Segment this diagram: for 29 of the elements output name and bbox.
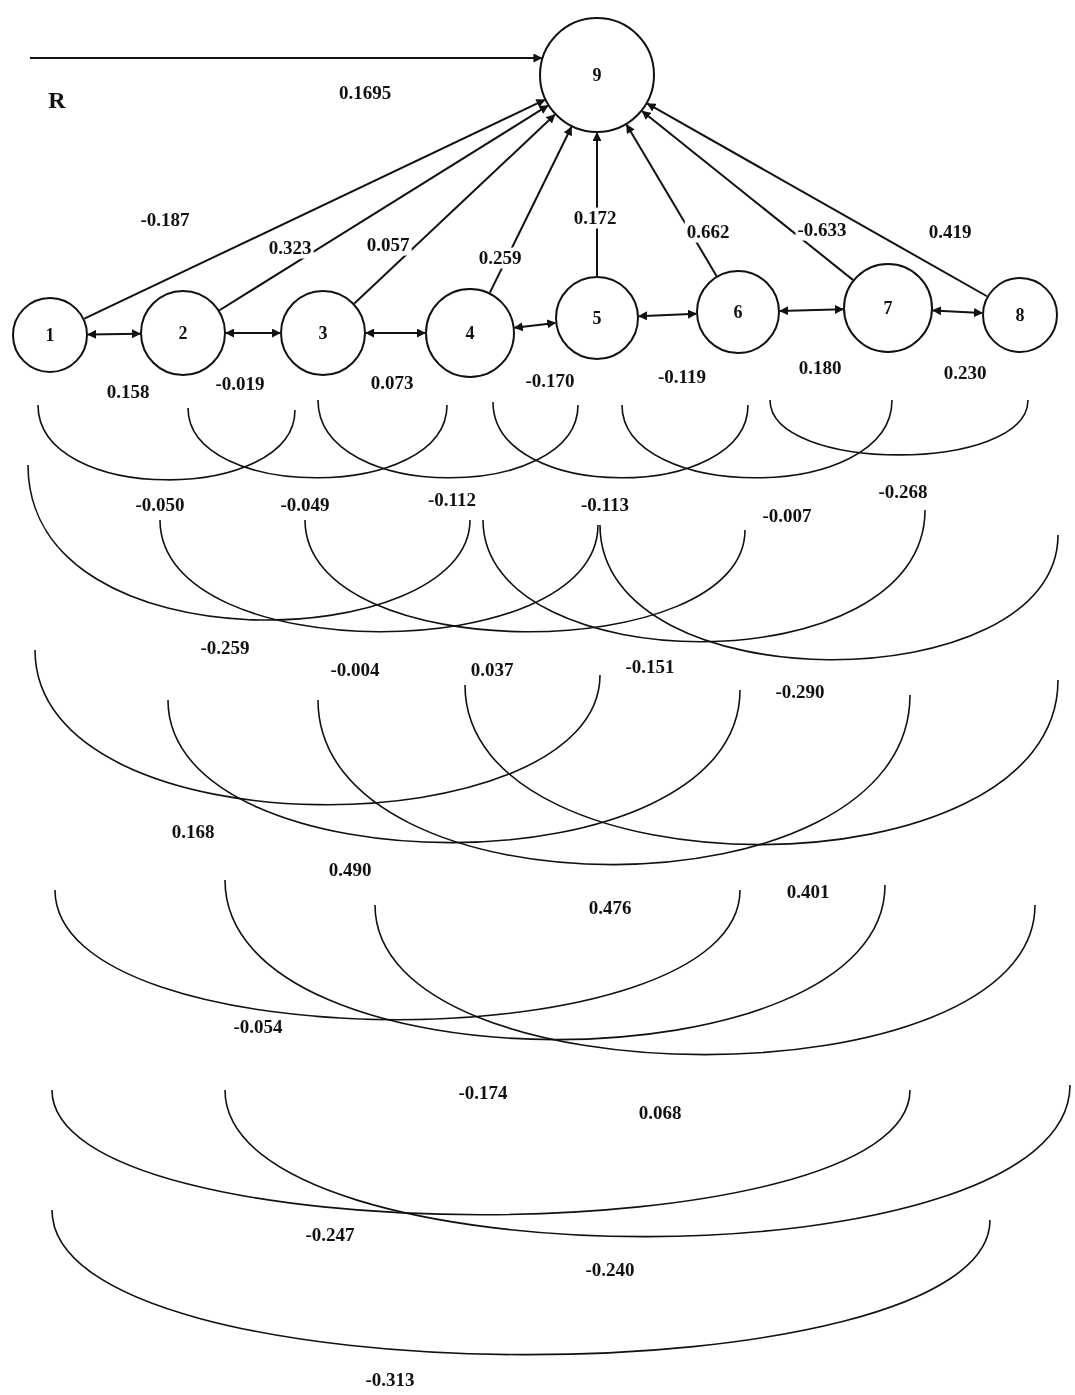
edge-label: 0.662 <box>684 221 732 243</box>
edge-label: 0.259 <box>476 247 524 269</box>
double-headed-arrow <box>931 306 984 318</box>
arrow <box>83 98 546 320</box>
arrow <box>625 123 718 277</box>
node-label: 7 <box>883 297 893 319</box>
arrow <box>646 102 988 298</box>
double-headed-arrow <box>365 328 426 338</box>
arrow <box>488 126 573 294</box>
node-label: 1 <box>45 324 55 346</box>
residual-label: R <box>47 86 67 114</box>
node-label: 3 <box>318 322 328 344</box>
node-label: 4 <box>465 322 475 344</box>
node-label: 9 <box>592 64 602 86</box>
arrow <box>29 53 543 63</box>
node-label: 6 <box>733 301 743 323</box>
node-label: 2 <box>178 322 188 344</box>
double-headed-arrow <box>87 329 141 339</box>
arrow <box>641 110 854 281</box>
arrow <box>218 104 549 312</box>
double-headed-arrow <box>779 304 844 316</box>
node-label: 8 <box>1015 304 1025 326</box>
node-label: 5 <box>592 307 602 329</box>
double-headed-arrow <box>225 328 281 338</box>
double-headed-arrow <box>513 319 557 332</box>
edge-label: 0.172 <box>571 207 619 229</box>
node-circle <box>539 17 655 133</box>
double-headed-arrow <box>637 309 698 321</box>
arrow <box>353 113 556 305</box>
